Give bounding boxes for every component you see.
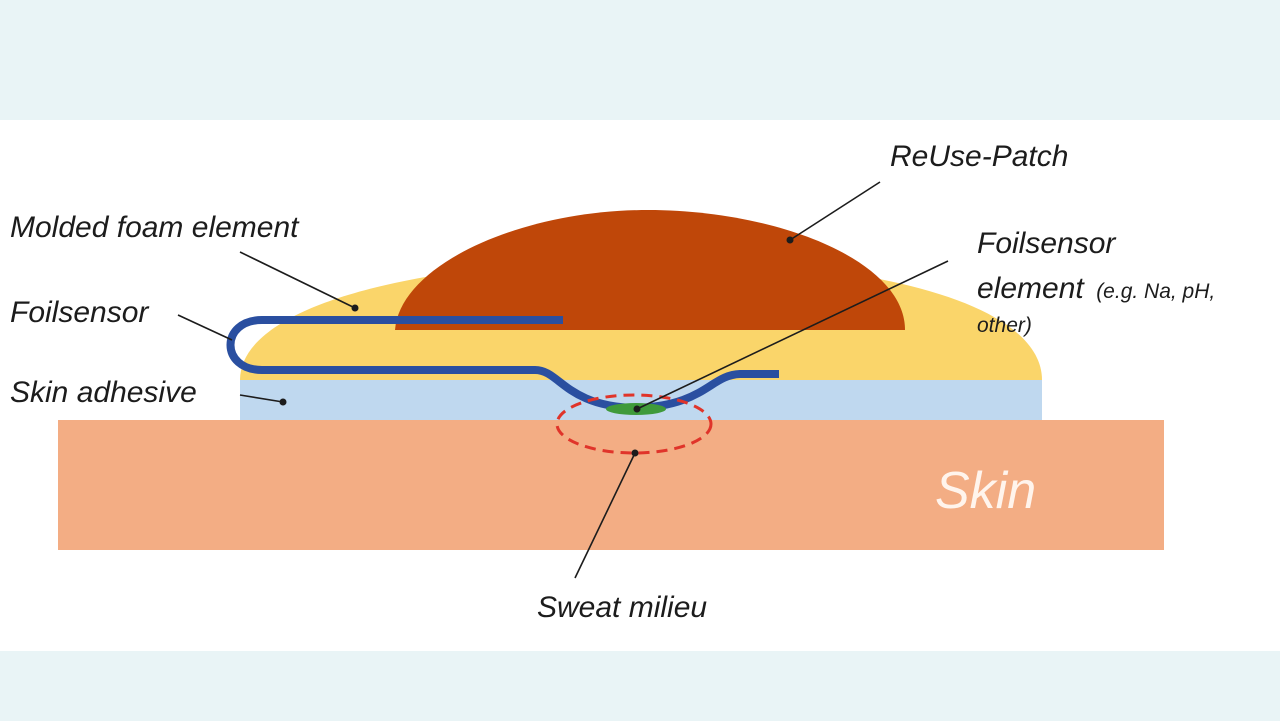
foilsensor-element-leader: [636, 260, 949, 410]
sweat-milieu-leader: [574, 452, 636, 579]
foilsensor-element-leader-dot: [633, 405, 641, 413]
foilsensor-leader: [177, 314, 233, 341]
molded-foam-leader: [239, 251, 356, 309]
sweat-milieu-leader-dot: [631, 449, 639, 457]
skin-label: Skin: [935, 462, 1036, 520]
skin-layer: [58, 420, 1164, 550]
reuse-patch-label: ReUse-Patch: [890, 140, 1068, 173]
skin-adhesive-leader-dot: [279, 398, 287, 406]
diagram-panel: ReUse-Patch Molded foam element Foilsens…: [0, 120, 1280, 651]
molded-foam-leader-dot: [351, 304, 359, 312]
foilsensor-element-label-line1: Foilsensor: [977, 227, 1116, 260]
foilsensor-element-label-line2: element (e.g. Na, pH,: [977, 272, 1215, 305]
reuse-patch-leader-dot: [786, 236, 794, 244]
sweat-milieu-label: Sweat milieu: [537, 591, 707, 624]
skin-adhesive-label: Skin adhesive: [10, 376, 197, 409]
patch-cross-section-diagram: ReUse-Patch Molded foam element Foilsens…: [10, 140, 1215, 624]
reuse-patch: [395, 210, 905, 330]
foilsensor-element-note-b: other): [977, 314, 1032, 337]
molded-foam-label: Molded foam element: [10, 211, 300, 244]
foil-sensor-strip: [226, 316, 779, 412]
skin-adhesive-leader: [239, 394, 284, 403]
foilsensor-element-note-a: (e.g. Na, pH,: [1096, 280, 1215, 303]
reuse-patch-leader: [789, 181, 881, 241]
foilsensor-element-word: element: [977, 272, 1085, 305]
foilsensor-label: Foilsensor: [10, 296, 149, 329]
sweat-milieu-outline: [555, 393, 713, 455]
